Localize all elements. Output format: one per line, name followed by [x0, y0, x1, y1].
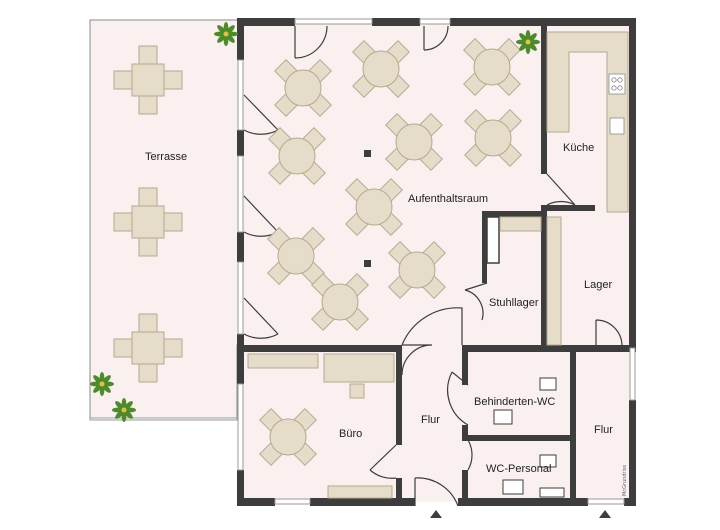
round-table-set — [352, 40, 410, 98]
square-table-set — [113, 313, 183, 383]
storage-shelves — [486, 216, 562, 346]
chair — [163, 338, 183, 358]
round-table — [284, 69, 322, 107]
door-top-2 — [423, 25, 449, 51]
door-entrance-1 — [414, 477, 459, 507]
round-table-set — [345, 178, 403, 236]
square-table-set — [113, 187, 183, 257]
round-table — [355, 188, 393, 226]
round-table — [277, 237, 315, 275]
office-furniture — [247, 353, 395, 499]
room-label-aufenthaltsraum: Aufenthaltsraum — [408, 193, 489, 205]
windows — [89, 18, 636, 505]
round-table-set — [463, 38, 521, 96]
room-label-buero: Büro — [339, 428, 363, 440]
chair — [113, 212, 133, 232]
wc-toilet-2 — [502, 479, 524, 495]
room-label-flur-2: Flur — [594, 424, 613, 436]
chair — [138, 313, 158, 333]
wc-toilet-1 — [493, 409, 513, 425]
round-table — [473, 48, 511, 86]
round-table — [395, 123, 433, 161]
wc-sink-2 — [539, 454, 557, 468]
chair — [138, 363, 158, 383]
round-table-set — [267, 227, 325, 285]
square-table — [131, 205, 165, 239]
round-table — [278, 137, 316, 175]
door-flur-lower — [369, 444, 397, 479]
chair — [113, 338, 133, 358]
square-table-set — [113, 45, 183, 115]
entrance-arrow-2 — [599, 510, 611, 518]
room-label-stuhllager: Stuhllager — [489, 297, 539, 309]
room-label-kueche: Küche — [563, 142, 595, 154]
chair — [138, 45, 158, 65]
stove — [608, 73, 626, 95]
wc-sink-1 — [539, 377, 557, 391]
room-label-wc-personal: WC-Personal — [486, 463, 552, 475]
round-table-set — [311, 273, 369, 331]
chair — [163, 212, 183, 232]
entrance-arrow-1 — [430, 510, 442, 518]
door-buero-flur — [401, 344, 433, 376]
chair — [163, 70, 183, 90]
chair — [138, 237, 158, 257]
round-table — [398, 251, 436, 289]
room-label-lager: Lager — [584, 279, 613, 291]
door-kitchen — [546, 173, 576, 206]
door-stuhllager — [464, 282, 488, 321]
round-table-set — [274, 59, 332, 117]
kitchen-counter — [546, 31, 629, 213]
plant-icon — [112, 398, 136, 422]
plant-icon — [90, 372, 114, 396]
round-table — [474, 119, 512, 157]
round-table — [269, 418, 307, 456]
chair — [138, 95, 158, 115]
plant-icon — [214, 22, 238, 46]
square-table — [131, 63, 165, 97]
entrance-markers — [430, 510, 611, 518]
sink — [609, 117, 625, 135]
round-table — [362, 50, 400, 88]
columns — [364, 150, 371, 267]
round-table-set — [268, 127, 326, 185]
door-top-1 — [294, 25, 328, 59]
room-label-terrasse: Terrasse — [145, 151, 188, 163]
watermark: McGrundriss — [622, 464, 628, 496]
wc-fixtures — [493, 377, 565, 498]
wc-box — [539, 487, 565, 498]
door-lager — [595, 319, 623, 346]
room-label-flur-1: Flur — [421, 414, 440, 426]
door-terrace-3 — [243, 297, 279, 339]
round-table-set — [464, 109, 522, 167]
round-table — [321, 283, 359, 321]
plants — [90, 22, 540, 422]
door-wc-personal — [467, 439, 473, 471]
chair — [113, 70, 133, 90]
round-table-set — [388, 241, 446, 299]
plant-icon — [516, 30, 540, 54]
door-behinderten-wc — [447, 371, 469, 426]
chair — [138, 187, 158, 207]
doors — [243, 25, 623, 507]
square-table — [131, 331, 165, 365]
round-table-set — [385, 113, 443, 171]
tables — [113, 38, 522, 466]
door-terrace-1 — [243, 94, 279, 135]
door-aufenthalt — [401, 307, 463, 346]
round-table-set — [259, 408, 317, 466]
walls — [237, 18, 636, 506]
room-label-behinderten-wc: Behinderten-WC — [474, 396, 556, 408]
